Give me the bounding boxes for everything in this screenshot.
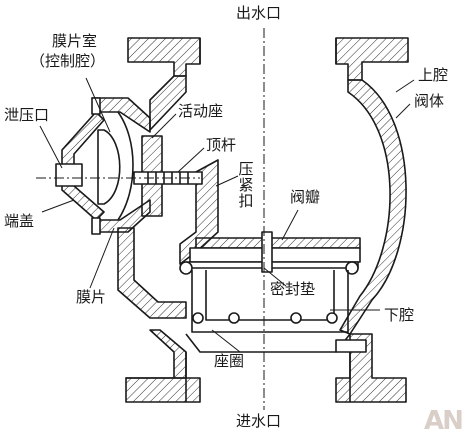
inlet-flange-bottom-left bbox=[125, 377, 201, 403]
end-cover-label: 端盖 bbox=[4, 212, 35, 230]
disc-hinge-left bbox=[179, 261, 193, 275]
lower-chamber-label: 下腔 bbox=[384, 306, 415, 324]
diaphragm-disc bbox=[97, 129, 121, 205]
seal-gasket-label: 密封垫 bbox=[270, 280, 316, 298]
inlet-bore bbox=[185, 352, 351, 402]
inlet-taper bbox=[185, 333, 351, 353]
leader-diaphragm-chamber bbox=[85, 77, 111, 133]
leader-press-buckle bbox=[215, 175, 239, 187]
seat-ring-label: 座圈 bbox=[214, 352, 245, 370]
leader-relief-port bbox=[39, 125, 63, 169]
lower-left-body-wall bbox=[117, 227, 187, 319]
push-rod-label: 顶杆 bbox=[206, 136, 237, 154]
press-buckle-label: 压紧扣 bbox=[238, 160, 254, 210]
leader-push-rod bbox=[177, 147, 205, 173]
diaphragm-chamber-label: 膜片室 bbox=[52, 32, 98, 50]
leader-diaphragm bbox=[89, 227, 115, 289]
outlet-label: 出水口 bbox=[236, 4, 282, 22]
valve-disc-top-plate bbox=[195, 237, 361, 249]
leader-seat-ring bbox=[211, 329, 241, 353]
valve-stem bbox=[261, 231, 273, 273]
left-body-wall bbox=[149, 75, 187, 131]
relief-port-label: 泄压口 bbox=[4, 106, 50, 124]
leader-end-cover bbox=[41, 199, 75, 213]
inlet-label: 进水口 bbox=[236, 412, 282, 430]
seat-ring bbox=[191, 270, 349, 333]
diaphragm-membrane bbox=[117, 111, 134, 221]
leader-upper-chamber bbox=[395, 79, 415, 93]
outlet-flange-left bbox=[127, 37, 201, 77]
valve-disc-label: 阀瓣 bbox=[290, 188, 321, 206]
leader-valve-disc bbox=[281, 209, 299, 241]
relief-port bbox=[55, 163, 83, 187]
leader-seal-gasket bbox=[263, 267, 287, 287]
disc-hinge-right bbox=[345, 261, 359, 275]
watermark-logo: AN bbox=[424, 406, 464, 436]
outlet-flange-right bbox=[335, 37, 409, 81]
leader-valve-body bbox=[395, 103, 411, 119]
valve-body-label: 阀体 bbox=[414, 92, 445, 110]
leader-movable-seat bbox=[151, 113, 177, 139]
inlet-flange-left bbox=[125, 329, 187, 379]
seat-ring-inner bbox=[205, 270, 335, 321]
upper-chamber-label: 上腔 bbox=[418, 66, 449, 84]
movable-seat-label: 活动座 bbox=[178, 102, 224, 120]
valve-disc-body bbox=[189, 247, 361, 263]
control-chamber-label: （控制腔） bbox=[30, 52, 106, 70]
diaphragm-label: 膜片 bbox=[76, 288, 107, 306]
